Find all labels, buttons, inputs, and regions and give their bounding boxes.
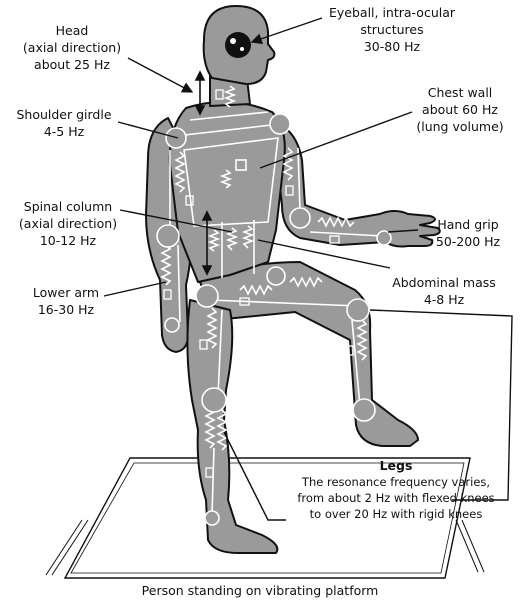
figure-caption: Person standing on vibrating platform: [100, 582, 420, 599]
label-spine-line1: Spinal column: [8, 198, 128, 215]
label-legs: Legs The resonance frequency varies, fro…: [280, 457, 512, 522]
label-lowerarm: Lower arm 16-30 Hz: [18, 284, 114, 318]
label-chest: Chest wall about 60 Hz (lung volume): [404, 84, 516, 135]
label-legs-line3: to over 20 Hz with rigid knees: [280, 506, 512, 522]
label-hand-line2: 50-200 Hz: [418, 233, 518, 250]
label-lowerarm-line1: Lower arm: [18, 284, 114, 301]
label-head-line2: (axial direction): [6, 39, 138, 56]
label-spine-line2: (axial direction): [8, 215, 128, 232]
label-legs-line1: The resonance frequency varies,: [280, 474, 512, 490]
label-eyeball-line2: structures: [316, 21, 468, 38]
label-shoulder-line1: Shoulder girdle: [4, 106, 124, 123]
label-spine: Spinal column (axial direction) 10-12 Hz: [8, 198, 128, 249]
label-legs-line2: from about 2 Hz with flexed knees: [280, 490, 512, 506]
label-head: Head (axial direction) about 25 Hz: [6, 22, 138, 73]
label-lowerarm-line2: 16-30 Hz: [18, 301, 114, 318]
label-chest-line2: about 60 Hz: [404, 101, 516, 118]
label-hand: Hand grip 50-200 Hz: [418, 216, 518, 250]
label-spine-line3: 10-12 Hz: [8, 232, 128, 249]
label-eyeball-line1: Eyeball, intra-ocular: [316, 4, 468, 21]
label-shoulder-line2: 4-5 Hz: [4, 123, 124, 140]
label-chest-line3: (lung volume): [404, 118, 516, 135]
label-head-line3: about 25 Hz: [6, 56, 138, 73]
label-legs-title: Legs: [280, 457, 512, 474]
label-abdomen-line1: Abdominal mass: [380, 274, 508, 291]
label-shoulder: Shoulder girdle 4-5 Hz: [4, 106, 124, 140]
label-head-line1: Head: [6, 22, 138, 39]
label-chest-line1: Chest wall: [404, 84, 516, 101]
label-eyeball-line3: 30-80 Hz: [316, 38, 468, 55]
label-abdomen: Abdominal mass 4-8 Hz: [380, 274, 508, 308]
eyeball-marker: [225, 32, 251, 58]
label-hand-line1: Hand grip: [418, 216, 518, 233]
label-abdomen-line2: 4-8 Hz: [380, 291, 508, 308]
label-eyeball: Eyeball, intra-ocular structures 30-80 H…: [316, 4, 468, 55]
